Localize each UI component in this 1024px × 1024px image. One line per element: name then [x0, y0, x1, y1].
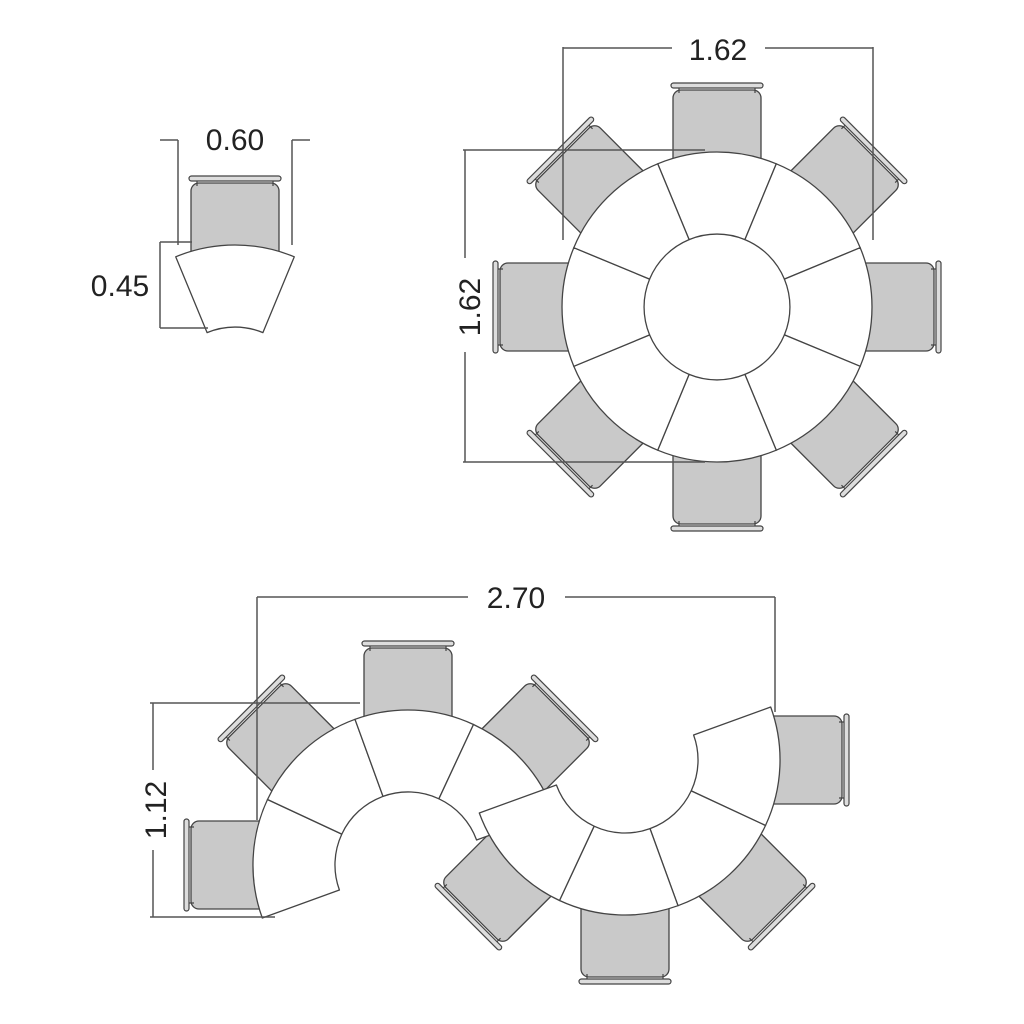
chair-back-posts: [931, 268, 936, 346]
dim-single-width-lines: [160, 139, 310, 245]
chair-back-posts: [839, 721, 844, 799]
dim-round-width-lines: [562, 47, 874, 240]
dim-round-height-lines: [463, 149, 705, 463]
chair-back-posts: [189, 826, 194, 904]
dim-single-width-label: 0.60: [206, 124, 264, 157]
chair-backrest: [843, 713, 850, 807]
chair-back-posts: [586, 974, 664, 979]
dim-serpentine-height-label: 1.12: [140, 781, 173, 839]
chair-back-posts: [678, 88, 756, 93]
dim-round-height-label: 1.62: [454, 278, 487, 336]
chair-back-posts: [442, 884, 501, 943]
dimension-lines: 0.60 0.45 1.62 1.62 2.70 1.12: [91, 34, 874, 918]
chairs-layer: [183, 82, 942, 985]
chair-back-posts: [678, 521, 756, 526]
chair-backrest: [578, 978, 672, 985]
chair: [188, 175, 282, 264]
table-segment: [175, 244, 295, 334]
chair-back-posts: [841, 124, 900, 183]
table-segment: [573, 163, 690, 280]
chair-back-posts: [749, 884, 808, 943]
table-segment: [478, 784, 595, 902]
chair-back-posts: [369, 646, 447, 651]
chair-back-posts: [534, 431, 593, 490]
dim-serpentine-width-lines: [256, 596, 776, 820]
chair-backrest: [839, 429, 908, 498]
chair-backrest: [670, 82, 764, 89]
chair-backrest: [188, 175, 282, 182]
chair-backrest: [217, 674, 286, 743]
chair-back-posts: [532, 682, 591, 741]
chair-backrest: [361, 640, 455, 647]
chair: [578, 896, 672, 985]
chair-back-posts: [498, 268, 503, 346]
table-segments-layer: [175, 151, 873, 919]
chair-backrest: [935, 260, 942, 354]
chair-backrest: [434, 882, 503, 951]
chair-backrest: [670, 525, 764, 532]
dim-serpentine-width-label: 2.70: [487, 582, 545, 615]
dim-single-depth-lines: [159, 241, 208, 329]
chair-backrest: [492, 260, 499, 354]
dim-single-depth-label: 0.45: [91, 270, 149, 303]
chair-backrest: [183, 818, 190, 912]
chair: [761, 713, 850, 807]
dim-serpentine-height-lines: [150, 702, 360, 918]
chair-backrest: [747, 882, 816, 951]
chair-back-posts: [841, 431, 900, 490]
dim-round-width-label: 1.62: [689, 34, 747, 67]
chair-back-posts: [534, 124, 593, 183]
chair: [183, 818, 272, 912]
chair: [492, 260, 581, 354]
chair-back-posts: [225, 682, 284, 741]
chair-back-posts: [196, 181, 274, 186]
chair-backrest: [530, 674, 599, 743]
chair: [853, 260, 942, 354]
